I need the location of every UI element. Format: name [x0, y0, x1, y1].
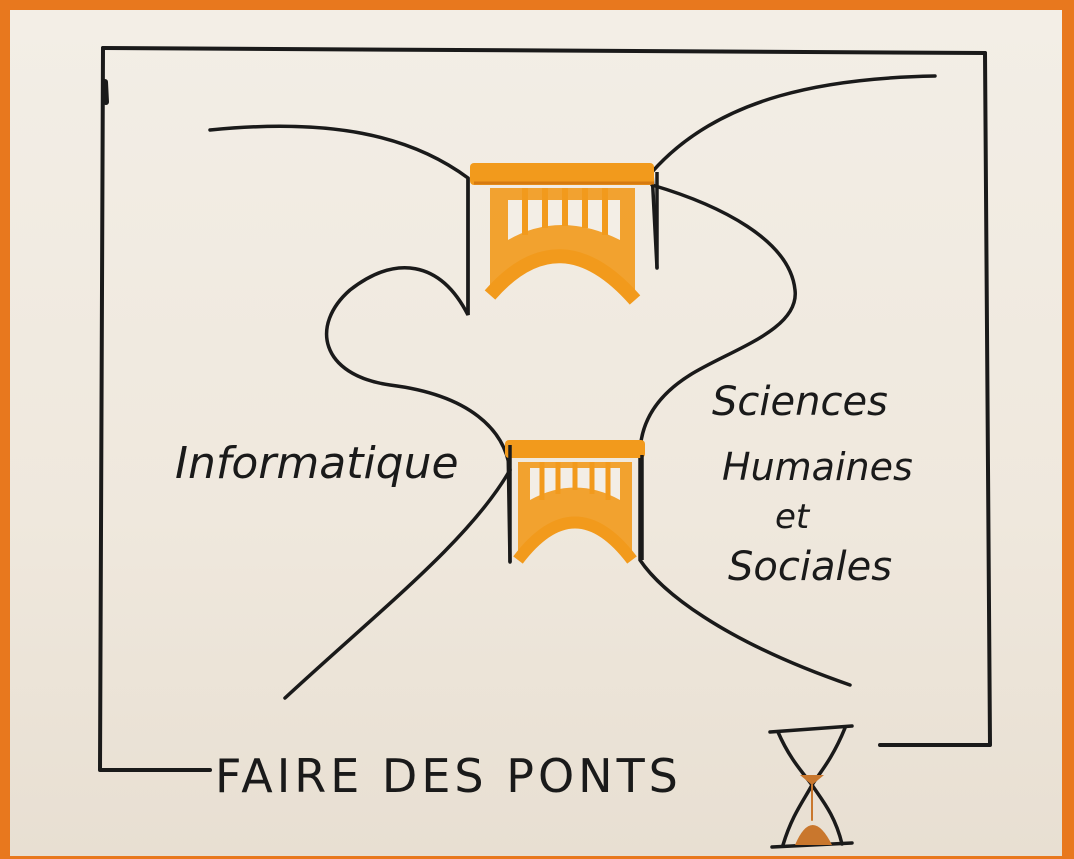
label-sociales: Sociales: [728, 544, 892, 590]
label-informatique: Informatique: [175, 438, 459, 489]
label-shs: Sciences Humaines et Sociales: [712, 379, 913, 590]
label-sciences: Sciences: [712, 379, 888, 425]
paper-background: [10, 10, 1062, 856]
upper-bridge: [466, 163, 659, 315]
title-faire-des-ponts: FAIRE DES PONTS: [215, 749, 682, 803]
left-bank: [208, 124, 512, 700]
hourglass-icon: [768, 724, 854, 849]
label-et: et: [775, 497, 811, 537]
lower-bridge: [505, 440, 645, 564]
drawn-border: [98, 46, 992, 772]
right-bank: [650, 74, 937, 270]
label-humaines: Humaines: [722, 445, 913, 489]
